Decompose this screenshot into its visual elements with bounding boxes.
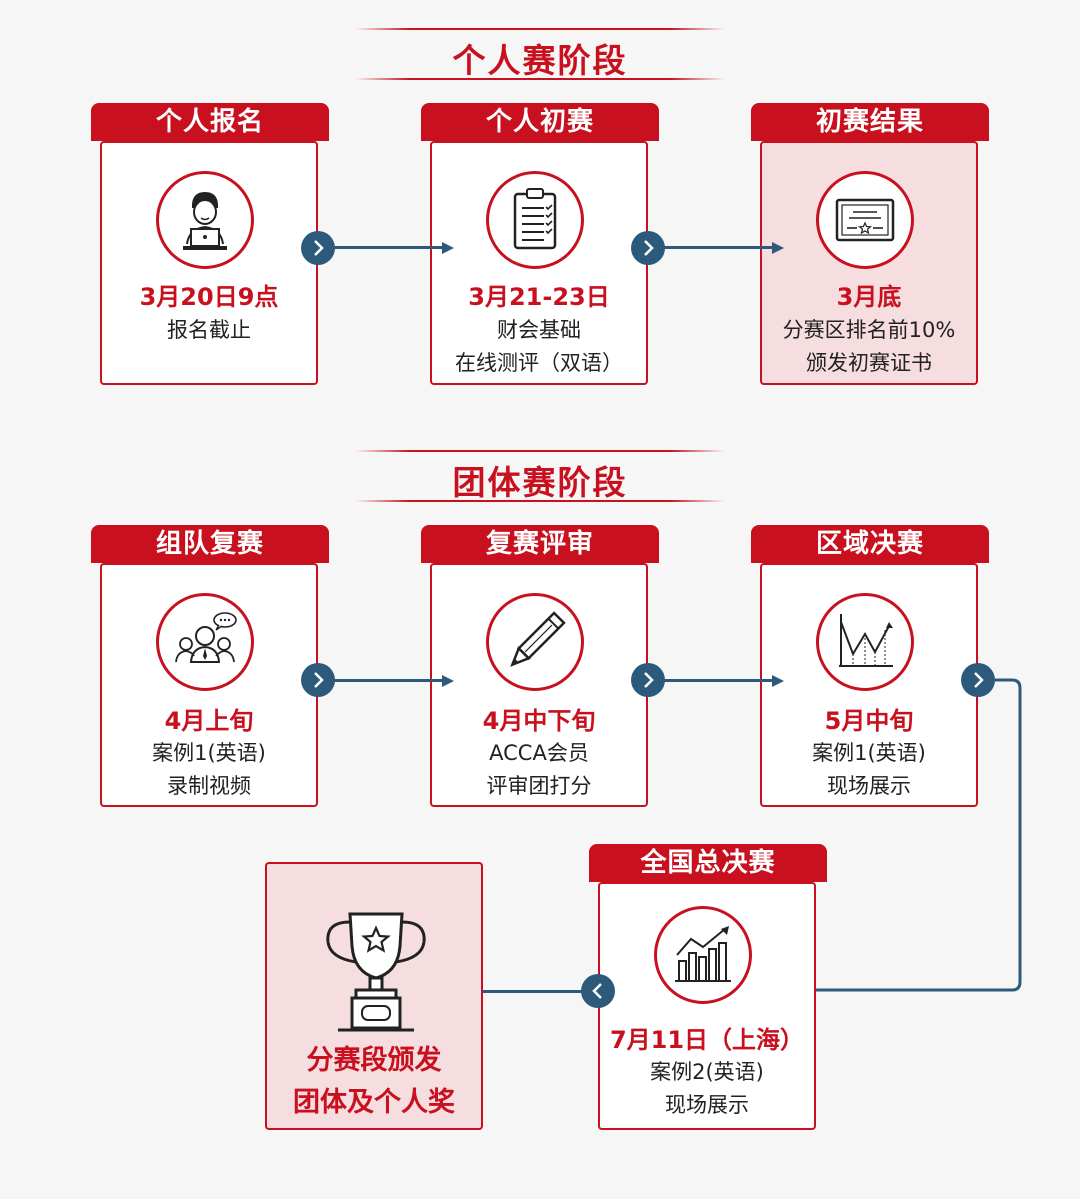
team-title-text: 团体赛阶段 (452, 463, 628, 502)
chevron-right-icon (631, 231, 665, 265)
individual-section-title: 个人赛阶段 (355, 28, 725, 80)
card-individual-preliminary: 个人初赛 3月21-23日 财会基础 在线测评（双语） (421, 103, 659, 385)
arrow-head (442, 241, 454, 254)
card-date: 3月底 (836, 283, 902, 311)
chevron-right-icon (631, 663, 665, 697)
card-desc-line-2: 在线测评（双语） (455, 351, 623, 375)
arrow-head (442, 674, 454, 687)
card-header: 个人报名 (91, 103, 329, 141)
arrow-head (772, 241, 784, 254)
card-team-semifinal: 组队复赛 4月上旬 案例1(英语) 录制视频 (91, 525, 329, 807)
connector-arrow (474, 990, 594, 993)
chevron-right-icon (961, 663, 995, 697)
card-individual-signup: 个人报名 3月20日9点 报名截止 (91, 103, 329, 385)
award-text: 分赛段颁发 团体及个人奖 (267, 1040, 481, 1124)
bar-chart-growth-icon (654, 906, 752, 1004)
certificate-icon (816, 171, 914, 269)
card-preliminary-result: 初赛结果 3月底 分赛区排名前10% 颁发初赛证书 (751, 103, 989, 385)
connector-arrow (334, 246, 444, 249)
card-header: 复赛评审 (421, 525, 659, 563)
card-national-final: 全国总决赛 7月11日（上海） 案例2(英语) 现场展示 (589, 844, 827, 1130)
card-date: 3月21-23日 (468, 283, 610, 311)
connector-arrow (664, 246, 774, 249)
card-header: 个人初赛 (421, 103, 659, 141)
elbow-connector (800, 678, 1022, 996)
card-desc-line-1: 案例1(英语) (812, 741, 926, 765)
individual-title-text: 个人赛阶段 (452, 41, 628, 80)
card-header: 全国总决赛 (589, 844, 827, 882)
title-rule-bottom (355, 500, 725, 502)
card-header: 组队复赛 (91, 525, 329, 563)
trophy-icon (326, 912, 426, 1032)
card-date: 3月20日9点 (139, 283, 279, 311)
card-desc-line-1: ACCA会员 (489, 741, 589, 765)
chevron-right-icon (301, 231, 335, 265)
card-desc-line-1: 报名截止 (167, 318, 251, 342)
award-line-1: 分赛段颁发 (306, 1045, 442, 1076)
card-desc-line-1: 案例1(英语) (152, 741, 266, 765)
title-rule-top (355, 28, 725, 30)
chevron-right-icon (301, 663, 335, 697)
card-date: 7月11日（上海） (609, 1026, 805, 1054)
card-desc-line-2: 现场展示 (827, 774, 911, 798)
card-date: 4月上旬 (164, 707, 254, 735)
line-chart-icon (816, 593, 914, 691)
arrow-head (772, 674, 784, 687)
person-laptop-icon (156, 171, 254, 269)
award-line-2: 团体及个人奖 (293, 1087, 455, 1118)
clipboard-icon (486, 171, 584, 269)
card-date: 4月中下旬 (482, 707, 596, 735)
card-semifinal-review: 复赛评审 4月中下旬 ACCA会员 评审团打分 (421, 525, 659, 807)
chevron-left-icon (581, 974, 615, 1008)
card-header: 区域决赛 (751, 525, 989, 563)
card-desc-line-2: 现场展示 (665, 1093, 749, 1117)
card-date: 5月中旬 (824, 707, 914, 735)
card-desc-line-1: 案例2(英语) (650, 1060, 764, 1084)
card-desc-line-2: 评审团打分 (486, 774, 592, 798)
title-rule-top (355, 450, 725, 452)
connector-arrow (664, 679, 774, 682)
card-header: 初赛结果 (751, 103, 989, 141)
title-rule-bottom (355, 78, 725, 80)
card-desc-line-2: 颁发初赛证书 (806, 351, 932, 375)
team-chat-icon (156, 593, 254, 691)
card-desc-line-2: 录制视频 (167, 774, 251, 798)
award-card: 分赛段颁发 团体及个人奖 (265, 862, 483, 1130)
card-desc-line-1: 分赛区排名前10% (782, 318, 956, 342)
team-section-title: 团体赛阶段 (355, 450, 725, 502)
card-desc-line-1: 财会基础 (497, 318, 581, 342)
connector-arrow (334, 679, 444, 682)
pencil-icon (486, 593, 584, 691)
